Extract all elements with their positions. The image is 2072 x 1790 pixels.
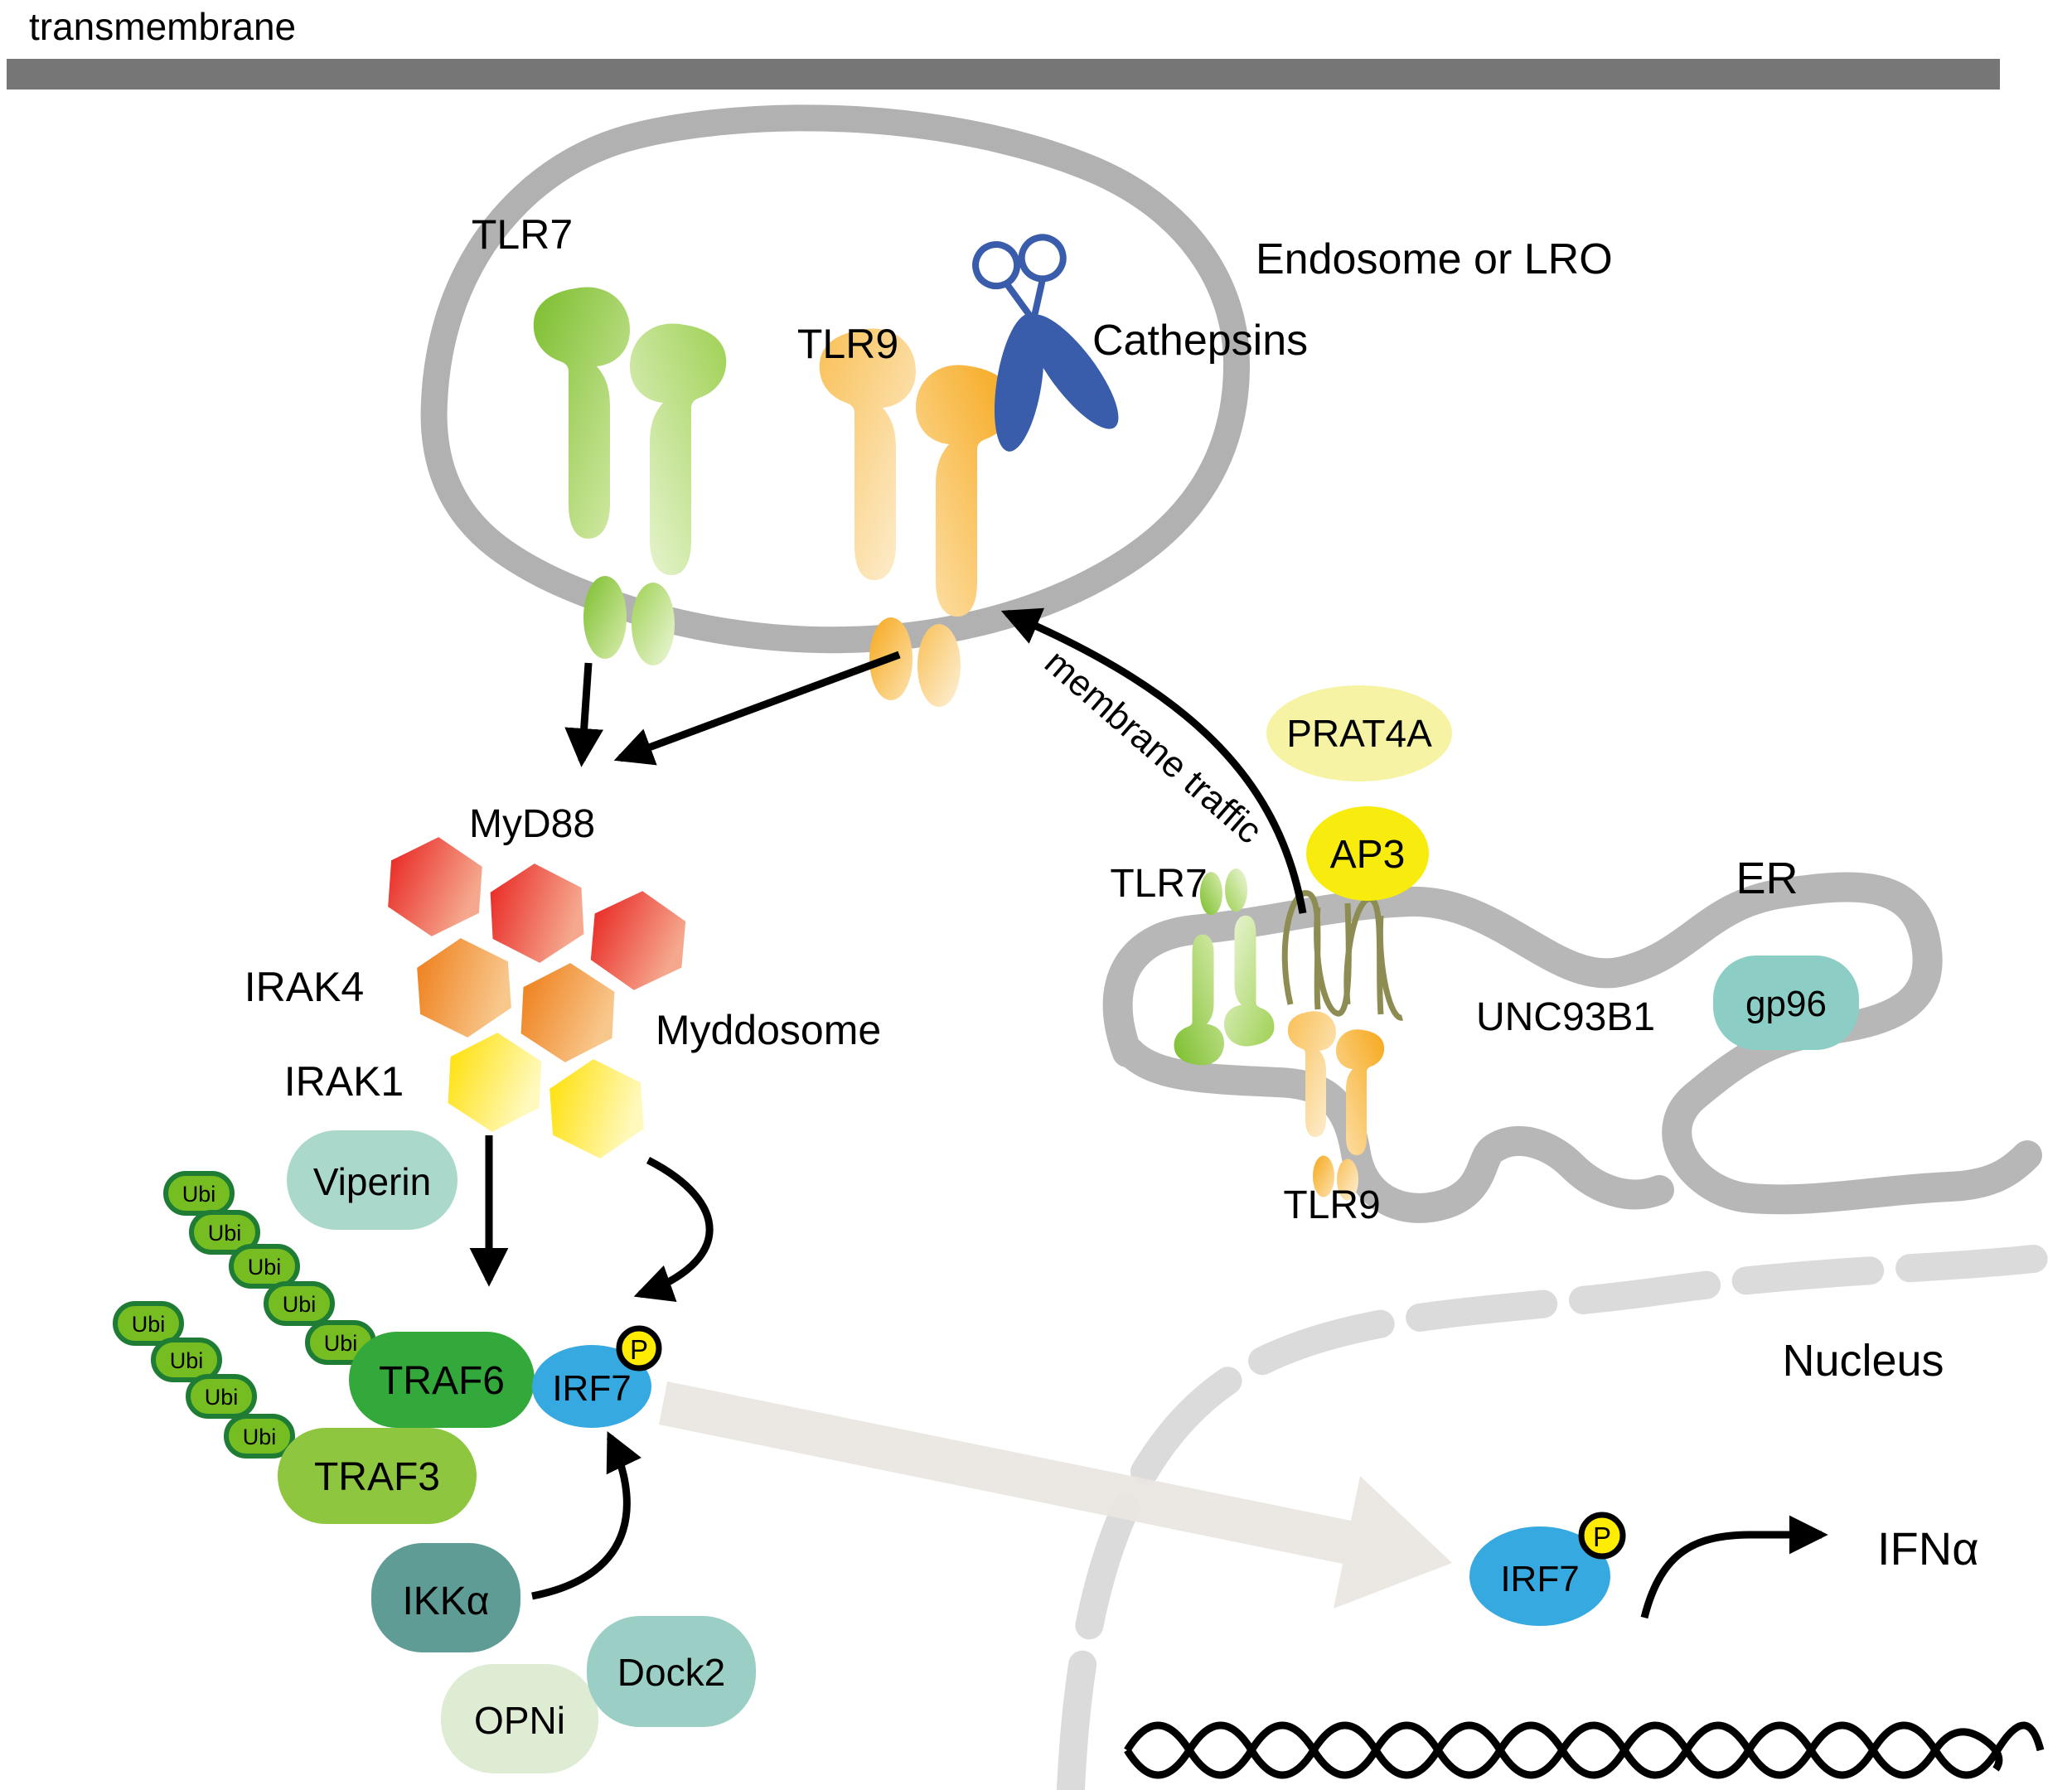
ifna-label: IFNα <box>1877 1522 1979 1575</box>
tlr9-er-label: TLR9 <box>1283 1183 1380 1227</box>
gp96-blob <box>1713 955 1859 1050</box>
myd88-hexagon <box>488 861 586 965</box>
nucleus-label: Nucleus <box>1782 1336 1944 1386</box>
ikka-label: IKKα <box>402 1580 489 1623</box>
dock2-blob <box>587 1616 756 1727</box>
ap3-blob <box>1306 806 1429 901</box>
irf7-cytoplasm-blob <box>532 1345 651 1428</box>
myd88-label: MyD88 <box>469 802 595 846</box>
ap3-label: AP3 <box>1330 833 1406 877</box>
arrow-myddosome-to-irf7 <box>633 1156 714 1303</box>
traf6-blob <box>349 1332 535 1428</box>
irak1-hexagon <box>547 1056 646 1162</box>
irf7-nucleus-blob <box>1469 1526 1610 1626</box>
opni-label: OPNi <box>474 1699 565 1742</box>
svg-text:Ubi: Ubi <box>132 1312 166 1337</box>
phospho-badge <box>616 1325 662 1372</box>
myddosome-label: Myddosome <box>656 1007 881 1053</box>
viperin-label: Viperin <box>313 1160 431 1203</box>
membrane-traffic-label: membrane traffic <box>1037 642 1270 852</box>
svg-text:Ubi: Ubi <box>182 1182 216 1207</box>
irak1-hexagon <box>446 1030 544 1134</box>
arrow-membrane-traffic <box>1000 607 1307 914</box>
irf7-nucleus-label: IRF7 <box>1500 1559 1579 1599</box>
svg-text:Ubi: Ubi <box>248 1255 282 1280</box>
irak1-label: IRAK1 <box>284 1058 404 1105</box>
irak4-hexagon <box>414 935 514 1041</box>
arrow-tlr9-to-myd88 <box>613 651 901 766</box>
prat4a-blob <box>1266 685 1452 781</box>
arrow-irf7-to-ifna <box>1640 1515 1828 1619</box>
irak4-hexagon <box>519 960 617 1065</box>
myd88-hexagon <box>385 834 485 940</box>
irf7-cytoplasm-label: IRF7 <box>552 1368 631 1409</box>
endosome-membrane <box>420 104 1251 654</box>
myd88-hexagon <box>588 887 689 994</box>
dna-helix <box>1124 1721 2045 1779</box>
ikka-blob <box>371 1543 520 1652</box>
endosome-label: Endosome or LRO <box>1256 235 1613 283</box>
gp96-label: gp96 <box>1745 984 1827 1024</box>
arrow-ikka-to-irf7 <box>531 1430 641 1600</box>
traf3-label: TRAF3 <box>314 1455 440 1499</box>
ubiquitin-labels: Ubi Ubi Ubi Ubi Ubi Ubi Ubi Ubi Ubi <box>132 1182 358 1449</box>
tlr9-endosome-label: TLR9 <box>797 321 898 367</box>
translocation-arrow <box>659 1381 1452 1609</box>
ubiquitin-chains <box>113 1171 376 1459</box>
cathepsins-label: Cathepsins <box>1092 317 1308 365</box>
phospho-badge-nucleus <box>1578 1512 1626 1560</box>
svg-text:Ubi: Ubi <box>170 1348 204 1373</box>
tlr7-er-label: TLR7 <box>1110 862 1207 906</box>
opni-blob <box>441 1664 598 1773</box>
arrow-tlr7-to-myd88 <box>564 662 603 767</box>
dock2-label: Dock2 <box>617 1651 725 1694</box>
tlr7-endosome-label: TLR7 <box>472 211 573 258</box>
er-label: ER <box>1736 854 1798 903</box>
svg-text:Ubi: Ubi <box>205 1385 239 1410</box>
traf3-blob <box>278 1428 477 1524</box>
svg-text:Ubi: Ubi <box>324 1331 358 1356</box>
unc93b1-label: UNC93B1 <box>1476 995 1655 1039</box>
cathepsins-scissors-icon <box>972 234 1119 452</box>
svg-text:Ubi: Ubi <box>283 1292 317 1317</box>
irak4-label: IRAK4 <box>244 964 365 1010</box>
nuclear-envelope <box>1057 1242 2070 1790</box>
traf6-label: TRAF6 <box>379 1359 505 1403</box>
prat4a-label: PRAT4A <box>1286 712 1432 755</box>
phospho-letter: P <box>630 1334 648 1365</box>
plasma-membrane-bar <box>7 59 2000 90</box>
phospho-letter-nucleus: P <box>1593 1522 1611 1552</box>
viperin-blob <box>287 1130 457 1230</box>
svg-text:Ubi: Ubi <box>208 1221 242 1246</box>
svg-text:Ubi: Ubi <box>243 1425 277 1449</box>
transmembrane-label: transmembrane <box>29 5 296 48</box>
